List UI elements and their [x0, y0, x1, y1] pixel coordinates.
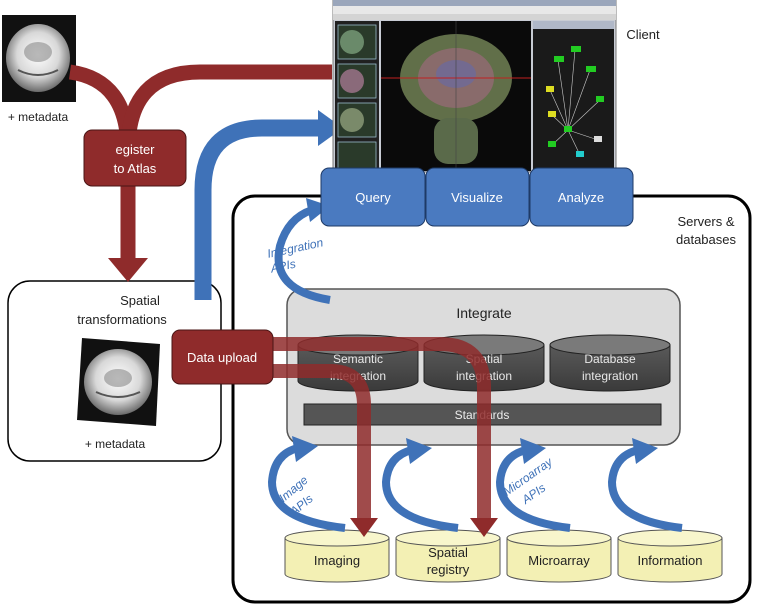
- register-label-1: egister: [115, 142, 155, 157]
- image-apis-arrow: [267, 436, 346, 532]
- query-tab-label: Query: [355, 190, 391, 205]
- microarray-apis-arrow: [495, 438, 571, 532]
- spatial-registry-label-2: registry: [427, 562, 470, 577]
- spatial-registry-database: Spatial registry: [395, 529, 501, 583]
- integrate-title: Integrate: [456, 305, 511, 321]
- data-upload-box: [171, 329, 274, 385]
- upload-to-imaging-arrow: [270, 364, 371, 520]
- servers-title-1: Servers &: [677, 214, 734, 229]
- spatial-title-1: Spatial: [120, 293, 160, 308]
- semantic-integration-label-1: Semantic: [333, 352, 383, 366]
- register-to-atlas-box: [83, 129, 187, 187]
- spatial-registry-label-1: Spatial: [428, 545, 468, 560]
- register-label-2: to Atlas: [114, 161, 157, 176]
- information-apis-arrow: [607, 438, 683, 532]
- integration-apis-label-2: APIs: [268, 257, 297, 276]
- database-integration-cylinder: Database integration: [549, 334, 671, 392]
- input-brain-image: [2, 15, 76, 102]
- client-label: Client: [626, 27, 660, 42]
- query-tab[interactable]: [320, 167, 426, 227]
- imaging-database: Imaging: [284, 529, 390, 583]
- upload-to-registry-arrow: [270, 337, 491, 520]
- information-label: Information: [637, 553, 702, 568]
- visualize-tab-label: Visualize: [451, 190, 503, 205]
- register-red-arrowhead: [108, 258, 148, 282]
- upload-to-imaging-arrowhead: [350, 518, 378, 537]
- microarray-label: Microarray: [528, 553, 590, 568]
- blue-upload-arrowhead: [318, 110, 343, 146]
- information-database: Information: [617, 529, 723, 583]
- input-metadata-label: + metadata: [8, 110, 69, 124]
- analyze-tab[interactable]: [529, 167, 634, 227]
- transformed-brain-image: [77, 338, 160, 426]
- microarray-database: Microarray: [506, 529, 612, 583]
- imaging-label: Imaging: [314, 553, 360, 568]
- data-upload-label: Data upload: [187, 350, 257, 365]
- registry-apis-arrow: [381, 438, 459, 532]
- spatial-metadata-label: + metadata: [85, 437, 146, 451]
- servers-title-2: databases: [676, 232, 736, 247]
- client-screenshot: [332, 0, 617, 173]
- database-integration-label-2: integration: [582, 369, 638, 383]
- spatial-title-2: transformations: [77, 312, 167, 327]
- visualize-tab[interactable]: [425, 167, 530, 227]
- analyze-tab-label: Analyze: [558, 190, 604, 205]
- upload-to-registry-arrowhead: [470, 518, 498, 537]
- blue-upload-arrow: [194, 119, 318, 300]
- database-integration-label-1: Database: [584, 352, 636, 366]
